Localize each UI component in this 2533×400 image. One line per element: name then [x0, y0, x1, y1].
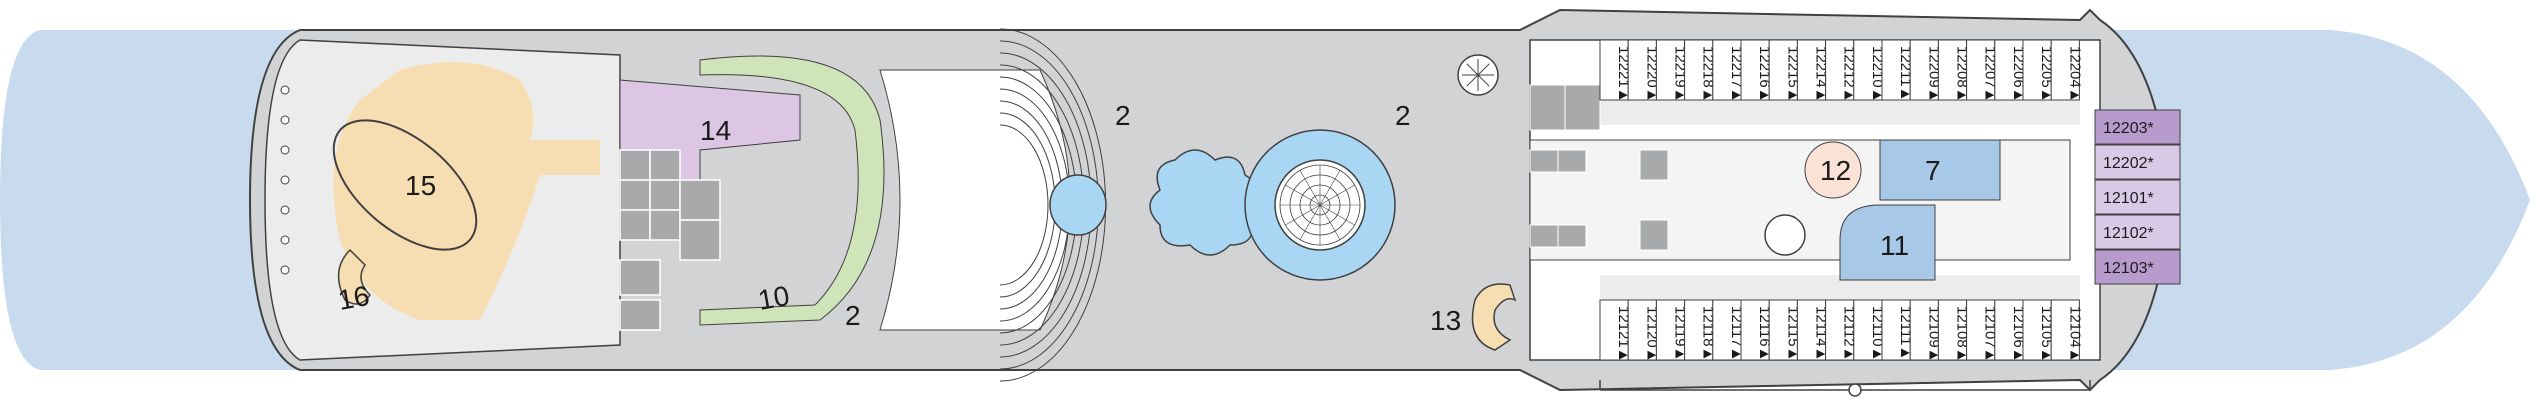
- zone-12-circle: [1804, 141, 1862, 199]
- cabin: [1994, 299, 2024, 361]
- central-walkway: [879, 69, 1071, 331]
- fountain-spoke: [1285, 184, 1321, 206]
- label-11: 11: [1880, 230, 1909, 261]
- suite: [2094, 214, 2181, 250]
- accessible-wc-icon: [1557, 224, 1587, 248]
- cabin: [1881, 39, 1911, 101]
- cabin: [1881, 299, 1911, 361]
- cabin: [1712, 299, 1742, 361]
- cabin-label: 12204▲: [2066, 46, 2083, 103]
- porthole: [280, 145, 290, 155]
- compass-spoke: [1466, 74, 1479, 87]
- stairs-11: [1839, 204, 1936, 281]
- accessible-wc-icon: [1529, 224, 1559, 248]
- cabin: [1740, 39, 1770, 101]
- suite-label: 12102*: [2103, 225, 2154, 242]
- cabin: [1909, 299, 1939, 361]
- cabin: [1825, 39, 1855, 101]
- porthole: [280, 115, 290, 125]
- suite: [2094, 179, 2181, 215]
- fountain-spoke: [1299, 170, 1321, 206]
- cabin: [1796, 39, 1827, 101]
- compass-spoke: [1466, 63, 1479, 76]
- cabins-bottom-row: 12121▲12120▲12119▲12118▲12117▲12116▲1211…: [1599, 299, 2083, 363]
- porthole: [280, 235, 290, 245]
- spiral-stair-icon: [1764, 214, 1806, 256]
- cabin: [1655, 39, 1686, 101]
- cabin: [1627, 39, 1657, 101]
- zone-10-green-track: [699, 55, 885, 326]
- cabin: [1937, 39, 1968, 101]
- zone-16-hook: [337, 248, 371, 305]
- cabin: [1599, 39, 1629, 101]
- cabin: [1909, 39, 1939, 101]
- label-14: 14: [700, 115, 731, 146]
- suite: [2094, 109, 2181, 145]
- fountain-rings: [1279, 164, 1361, 246]
- fountain-spoke: [1285, 204, 1321, 226]
- compass-spoke: [1477, 74, 1490, 87]
- suite-label: 12203*: [2103, 120, 2154, 137]
- fountain-spoke: [1319, 184, 1355, 206]
- pool-cloud: [1149, 149, 1260, 256]
- cabin: [1825, 299, 1855, 361]
- suite-label: 12103*: [2103, 260, 2154, 277]
- cabin-label: 12104▲: [2066, 306, 2083, 363]
- suite-label: 12101*: [2103, 190, 2154, 207]
- suite: [2094, 144, 2181, 180]
- zone-15-oval-outline: [332, 119, 478, 251]
- cabins-top-row: 12221▲12220▲12219▲12218▲12217▲12216▲1221…: [1599, 39, 2083, 103]
- cabin: [2022, 39, 2052, 101]
- cabin: [1684, 299, 1714, 361]
- suite: [2094, 249, 2181, 285]
- zone-13-hook: [1471, 283, 1517, 351]
- stairs-7: [1879, 139, 2001, 201]
- scale-bar-icon: [1599, 380, 2091, 397]
- pool-small: [1049, 174, 1107, 236]
- stairs-icon: [1639, 219, 1669, 251]
- cabin: [2050, 39, 2080, 101]
- fountain-spoke: [1299, 204, 1321, 240]
- amphitheater-step: [999, 124, 1049, 286]
- fountain-spoke: [1319, 204, 1341, 240]
- cabin: [1655, 299, 1686, 361]
- label-16: 16: [336, 280, 372, 316]
- label-13: 13: [1430, 305, 1461, 336]
- label-10: 10: [756, 280, 792, 316]
- stairs-icon: [1639, 149, 1669, 181]
- porthole: [280, 85, 290, 95]
- elevator-icon: [1529, 84, 1566, 131]
- cabin: [2050, 299, 2080, 361]
- label-2-top: 2: [1115, 100, 1131, 131]
- label-2-bottom: 2: [845, 300, 861, 331]
- accessible-wc-icon: [1529, 149, 1559, 173]
- label-2-right: 2: [1395, 100, 1411, 131]
- fountain-spoke: [1319, 204, 1355, 226]
- cabin: [1768, 299, 1798, 361]
- cabin: [1853, 299, 1883, 361]
- porthole: [280, 205, 290, 215]
- cabin: [1712, 39, 1742, 101]
- label-7: 7: [1925, 155, 1941, 186]
- suites-column: 12203* 12202* 12101* 12102* 12103*: [2094, 109, 2181, 285]
- porthole: [280, 175, 290, 185]
- fountain-spoke: [1319, 170, 1341, 206]
- accessible-wc-icon: [1557, 149, 1587, 173]
- aft-service-block: [619, 149, 721, 331]
- forward-elevator-block: [1529, 84, 1669, 251]
- wc-icon: [1564, 84, 1601, 131]
- label-15: 15: [405, 170, 436, 201]
- suite-label: 12202*: [2103, 155, 2154, 172]
- compass-spoke: [1477, 63, 1490, 76]
- label-12: 12: [1820, 155, 1851, 186]
- cabin: [1994, 39, 2024, 101]
- cabin: [1966, 299, 1996, 361]
- aft-portholes: [280, 85, 290, 275]
- cabin: [1966, 39, 1996, 101]
- porthole: [280, 265, 290, 275]
- compass-spokes: [1462, 59, 1494, 91]
